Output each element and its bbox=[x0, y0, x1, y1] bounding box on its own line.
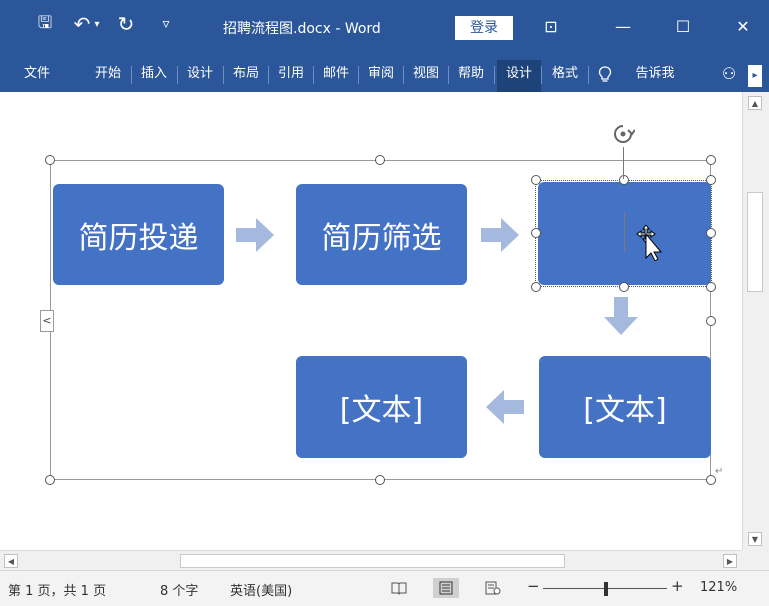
zoom-slider-thumb[interactable] bbox=[604, 582, 608, 596]
flow-arrow-left bbox=[486, 390, 524, 424]
resize-handle[interactable] bbox=[45, 475, 55, 485]
title-bar: 🖫 ↶ ▾ ↻ ▿ 招聘流程图.docx - Word 登录 ⊡ — ☐ ✕ bbox=[0, 0, 769, 60]
tell-me-search[interactable]: 告诉我 bbox=[635, 66, 675, 81]
tab-divider bbox=[268, 66, 269, 84]
tab-divider bbox=[358, 66, 359, 84]
resize-handle[interactable] bbox=[706, 155, 716, 165]
tab-divider bbox=[131, 66, 132, 84]
lightbulb-icon bbox=[594, 60, 616, 92]
document-title: 招聘流程图.docx - Word bbox=[223, 21, 381, 37]
tab-insert[interactable]: 插入 bbox=[140, 66, 167, 81]
tab-divider bbox=[541, 66, 542, 84]
text-pane-toggle[interactable]: < bbox=[40, 310, 54, 332]
tab-format[interactable]: 格式 bbox=[551, 66, 578, 81]
tab-review[interactable]: 审阅 bbox=[367, 66, 394, 81]
read-mode-icon bbox=[391, 582, 407, 595]
word-count[interactable]: 8 个字 bbox=[160, 584, 199, 599]
tab-divider bbox=[494, 66, 495, 84]
scroll-down-button[interactable]: ▼ bbox=[748, 532, 762, 546]
tab-view[interactable]: 视图 bbox=[412, 66, 439, 81]
tab-smartart-design[interactable]: 设计 bbox=[497, 60, 541, 92]
horizontal-scroll-thumb[interactable] bbox=[180, 554, 565, 568]
login-button[interactable]: 登录 bbox=[455, 16, 513, 40]
horizontal-scrollbar[interactable]: ◀ ▶ bbox=[0, 550, 742, 570]
tab-layout[interactable]: 布局 bbox=[232, 66, 259, 81]
shape-handle[interactable] bbox=[706, 175, 716, 185]
tab-references[interactable]: 引用 bbox=[277, 66, 304, 81]
resize-handle[interactable] bbox=[706, 316, 716, 326]
resize-handle[interactable] bbox=[706, 475, 716, 485]
shape-handle[interactable] bbox=[531, 175, 541, 185]
smartart-box-2[interactable]: 简历筛选 bbox=[296, 184, 467, 285]
tab-home[interactable]: 开始 bbox=[94, 66, 121, 81]
ribbon-display-options-icon[interactable]: ⊡ bbox=[544, 17, 558, 36]
vertical-scrollbar[interactable]: ▲ ▼ bbox=[742, 92, 769, 550]
scroll-up-button[interactable]: ▲ bbox=[748, 96, 762, 110]
box-text: [文本] bbox=[339, 393, 424, 428]
print-layout-icon bbox=[439, 581, 453, 595]
tab-mailings[interactable]: 邮件 bbox=[322, 66, 349, 81]
tab-divider bbox=[223, 66, 224, 84]
rotation-handle-stem bbox=[623, 147, 624, 179]
vertical-scroll-thumb[interactable] bbox=[747, 192, 763, 292]
undo-icon[interactable]: ↶ bbox=[73, 12, 91, 36]
redo-icon[interactable]: ↻ bbox=[117, 12, 135, 36]
text-cursor bbox=[624, 212, 625, 252]
shape-handle[interactable] bbox=[531, 282, 541, 292]
minimize-button[interactable]: — bbox=[615, 17, 631, 36]
tab-help[interactable]: 帮助 bbox=[457, 66, 484, 81]
undo-dropdown-icon[interactable]: ▾ bbox=[94, 18, 100, 30]
box-text: [文本] bbox=[583, 393, 667, 428]
save-icon[interactable]: 🖫 bbox=[37, 12, 53, 33]
maximize-button[interactable]: ☐ bbox=[675, 17, 691, 36]
tab-divider bbox=[448, 66, 449, 84]
document-canvas[interactable]: < 简历投递 简历筛选 [文本] bbox=[0, 92, 742, 550]
tab-file[interactable]: 文件 bbox=[23, 66, 50, 81]
tab-divider bbox=[313, 66, 314, 84]
page-count[interactable]: 第 1 页，共 1 页 bbox=[8, 584, 107, 599]
resize-handle[interactable] bbox=[375, 155, 385, 165]
flow-arrow-right bbox=[481, 218, 519, 252]
lightbulb-icon bbox=[598, 66, 612, 82]
share-icon[interactable]: ⚇ bbox=[721, 64, 737, 83]
flow-arrow-right bbox=[236, 218, 274, 252]
scroll-right-button[interactable]: ▶ bbox=[723, 554, 737, 568]
scroll-left-button[interactable]: ◀ bbox=[4, 554, 18, 568]
shape-handle[interactable] bbox=[619, 175, 629, 185]
smartart-box-1[interactable]: 简历投递 bbox=[53, 184, 224, 285]
resize-handle[interactable] bbox=[375, 475, 385, 485]
read-mode-icon[interactable] bbox=[388, 578, 410, 598]
web-layout-icon[interactable] bbox=[482, 578, 504, 598]
tab-divider bbox=[177, 66, 178, 84]
move-cursor-icon bbox=[636, 225, 663, 261]
zoom-in-button[interactable]: + bbox=[671, 577, 684, 595]
tab-divider bbox=[403, 66, 404, 84]
status-bar: 第 1 页，共 1 页 8 个字 英语(美国) − + 121% bbox=[0, 570, 769, 606]
resize-handle[interactable] bbox=[45, 155, 55, 165]
language-indicator[interactable]: 英语(美国) bbox=[230, 584, 293, 599]
rotate-icon[interactable] bbox=[611, 122, 635, 146]
box-text: 简历筛选 bbox=[321, 220, 442, 256]
ribbon-tab-bar: 文件 开始 插入 设计 布局 引用 邮件 审阅 视图 帮助 设计 格式 告诉我 … bbox=[0, 60, 769, 92]
tab-design[interactable]: 设计 bbox=[186, 66, 213, 81]
zoom-level[interactable]: 121% bbox=[700, 580, 738, 595]
tab-divider bbox=[588, 66, 589, 84]
close-button[interactable]: ✕ bbox=[736, 17, 750, 36]
shape-handle[interactable] bbox=[706, 282, 716, 292]
scrollbar-corner bbox=[742, 550, 769, 570]
flow-arrow-down bbox=[604, 297, 638, 335]
box-text: 简历投递 bbox=[78, 220, 199, 256]
print-layout-icon[interactable] bbox=[433, 578, 459, 598]
shape-handle[interactable] bbox=[531, 228, 541, 238]
ribbon-more-icon[interactable]: ▸ bbox=[748, 65, 762, 87]
paragraph-mark: ↵ bbox=[715, 466, 724, 477]
shape-handle[interactable] bbox=[619, 282, 629, 292]
shape-handle[interactable] bbox=[706, 228, 716, 238]
zoom-out-button[interactable]: − bbox=[527, 577, 540, 595]
smartart-box-5[interactable]: [文本] bbox=[296, 356, 467, 458]
web-layout-icon bbox=[485, 581, 501, 595]
smartart-box-4[interactable]: [文本] bbox=[539, 356, 711, 458]
customize-toolbar-icon[interactable]: ▿ bbox=[162, 16, 170, 32]
